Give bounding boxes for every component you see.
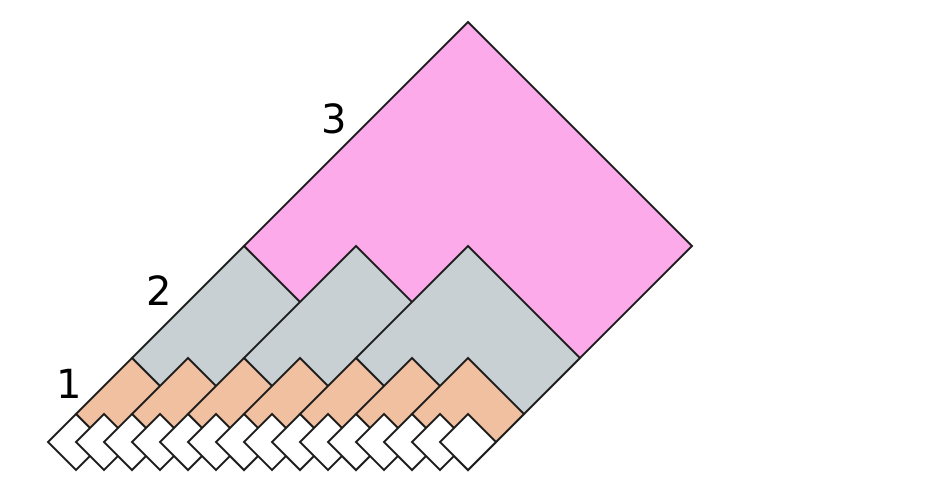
level-label-3: 3 <box>321 97 346 143</box>
level-label-1: 1 <box>56 362 81 408</box>
tiles-layer <box>46 20 694 472</box>
level-label-2: 2 <box>146 269 171 315</box>
base-diamond-15 <box>438 412 498 472</box>
labels-layer: 1 2 3 <box>56 97 346 408</box>
